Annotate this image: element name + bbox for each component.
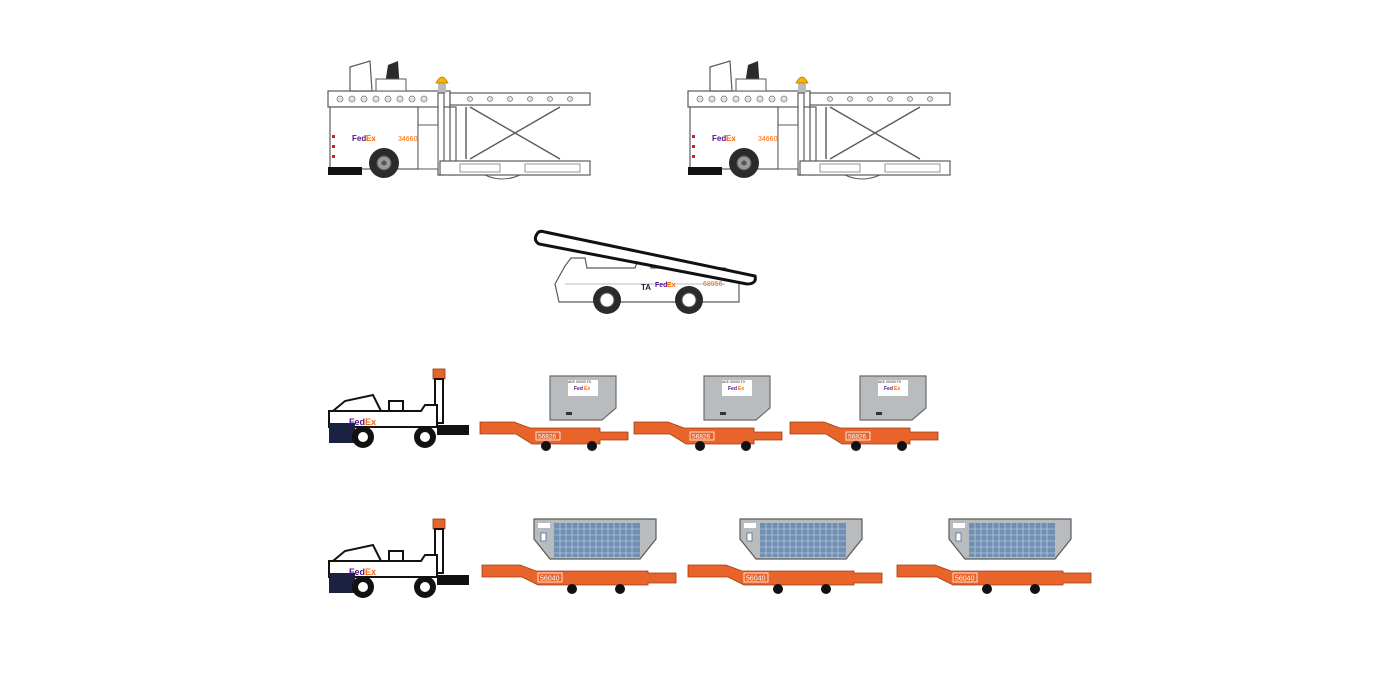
unit-number: 68956 — [703, 281, 723, 288]
belt-prefix: TA — [641, 283, 651, 292]
dolly-number: 56040 — [955, 576, 975, 583]
brand-ex: Ex — [667, 282, 676, 289]
small-dolly-2: AKE 00000 FX Fed Ex 56826 — [633, 375, 783, 451]
brand-fed: Fed — [655, 282, 667, 289]
brand-fed: Fed — [884, 386, 893, 392]
scissor-loader-2: Fed Ex 34660 — [687, 60, 951, 180]
dolly-number: 56826 — [538, 434, 556, 441]
belt-loader: TA Fed Ex 68956 — [533, 229, 757, 314]
brand-ex: Ex — [738, 386, 744, 392]
unit-number: 34660 — [398, 136, 418, 143]
brand-fed: Fed — [574, 386, 583, 392]
scissor-loader-1: Fed Ex 34660 — [327, 60, 591, 180]
brand-fed: Fed — [349, 417, 365, 427]
brand-ex: Ex — [365, 567, 376, 577]
cargo-net — [554, 523, 640, 557]
container-id: AKE 00000 FX — [878, 380, 902, 384]
cargo-net — [969, 523, 1055, 557]
small-dolly-3: AKE 00000 FX Fed Ex 56826 — [789, 375, 939, 451]
tug-row4: Fed Ex — [328, 518, 469, 598]
brand-fed: Fed — [349, 567, 365, 577]
brand-ex: Ex — [365, 417, 376, 427]
brand-ex: Ex — [366, 134, 376, 143]
tug-row3: Fed Ex — [328, 368, 469, 448]
small-dolly-1: AKE 00000 FX Fed Ex 56826 — [479, 375, 629, 451]
container-id: AKE 00000 FX — [568, 380, 592, 384]
dolly-number: 56040 — [540, 576, 560, 583]
dolly-number: 56040 — [746, 576, 766, 583]
brand-fed: Fed — [352, 134, 366, 143]
brand-ex: Ex — [726, 134, 736, 143]
unit-number: 34660 — [758, 136, 778, 143]
brand-fed: Fed — [712, 134, 726, 143]
cargo-net — [760, 523, 846, 557]
large-dolly-1: 56040 — [481, 518, 677, 594]
large-dolly-2: 56040 — [687, 518, 883, 594]
brand-ex: Ex — [584, 386, 590, 392]
container-id: AKE 00000 FX — [722, 380, 746, 384]
dolly-number: 56826 — [848, 434, 866, 441]
brand-fed: Fed — [728, 386, 737, 392]
dolly-number: 56826 — [692, 434, 710, 441]
large-dolly-3: 56040 — [896, 518, 1092, 594]
brand-ex: Ex — [894, 386, 900, 392]
